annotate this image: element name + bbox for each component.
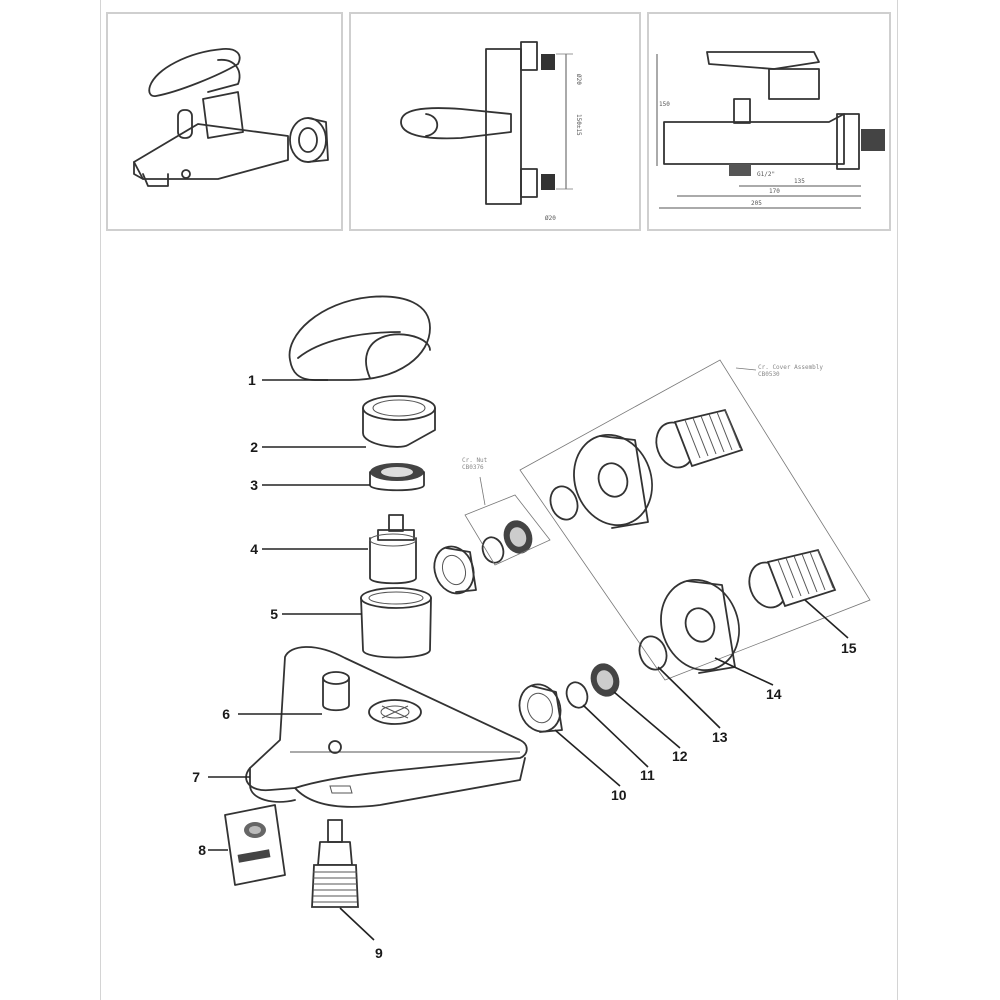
part-11-washer [481, 536, 589, 709]
callout-6: 6 [222, 706, 230, 722]
bottom-gap-dimension: Ø20 [545, 215, 556, 222]
callout-numbers: 1 2 3 4 5 6 7 8 9 10 11 12 13 14 15 [192, 372, 857, 961]
part-2-cover-ring [362, 395, 436, 448]
callout-1: 1 [248, 372, 256, 388]
part-6-diverter-knob [322, 671, 350, 712]
part-15-eccentric-connector [655, 408, 837, 609]
front-view-drawing: Ø20 150±15 Ø20 [400, 41, 582, 222]
part-8-label-sticker [224, 804, 286, 886]
top-gap-dimension: Ø20 [575, 74, 582, 85]
callout-3: 3 [250, 477, 258, 493]
part-14-rosette [573, 433, 740, 674]
dimension-205: 205 [751, 200, 762, 207]
part-5-sleeve [360, 587, 432, 659]
part-1-handle [288, 295, 431, 381]
callout-15: 15 [841, 640, 857, 656]
callout-8: 8 [198, 842, 206, 858]
part-4-cartridge [369, 514, 417, 585]
part-12-bushing [503, 520, 620, 697]
dimension-135: 135 [794, 178, 805, 185]
height-dimension: 150 [659, 101, 670, 108]
callout-13: 13 [712, 729, 728, 745]
callout-2: 2 [250, 439, 258, 455]
perspective-view-panel [106, 12, 343, 231]
callout-9: 9 [375, 945, 383, 961]
callout-14: 14 [766, 686, 782, 702]
part-3-threaded-nut [369, 463, 425, 492]
callout-10: 10 [611, 787, 627, 803]
part-7-body [245, 646, 528, 808]
center-distance-dimension: 150±15 [575, 114, 582, 136]
part-10-hex-nut [518, 683, 563, 733]
callout-4: 4 [250, 541, 258, 557]
leader-lines [208, 379, 849, 941]
part-13-washer [549, 485, 668, 671]
callout-11: 11 [640, 767, 655, 783]
callout-5: 5 [270, 606, 278, 622]
part-9-valve [311, 819, 359, 908]
callout-12: 12 [672, 748, 688, 764]
page-frame [100, 0, 898, 1000]
side-view-panel: 150 G1/2" 135 170 205 [647, 12, 891, 231]
part-10-hex-nut-upper [433, 545, 477, 595]
callout-7: 7 [192, 769, 200, 785]
perspective-view-drawing [133, 48, 329, 187]
side-view-drawing: 150 G1/2" 135 170 205 [656, 51, 885, 209]
front-view-panel: Ø20 150±15 Ø20 [349, 12, 641, 231]
dimension-170: 170 [769, 188, 780, 195]
thread-dimension: G1/2" [757, 171, 775, 178]
